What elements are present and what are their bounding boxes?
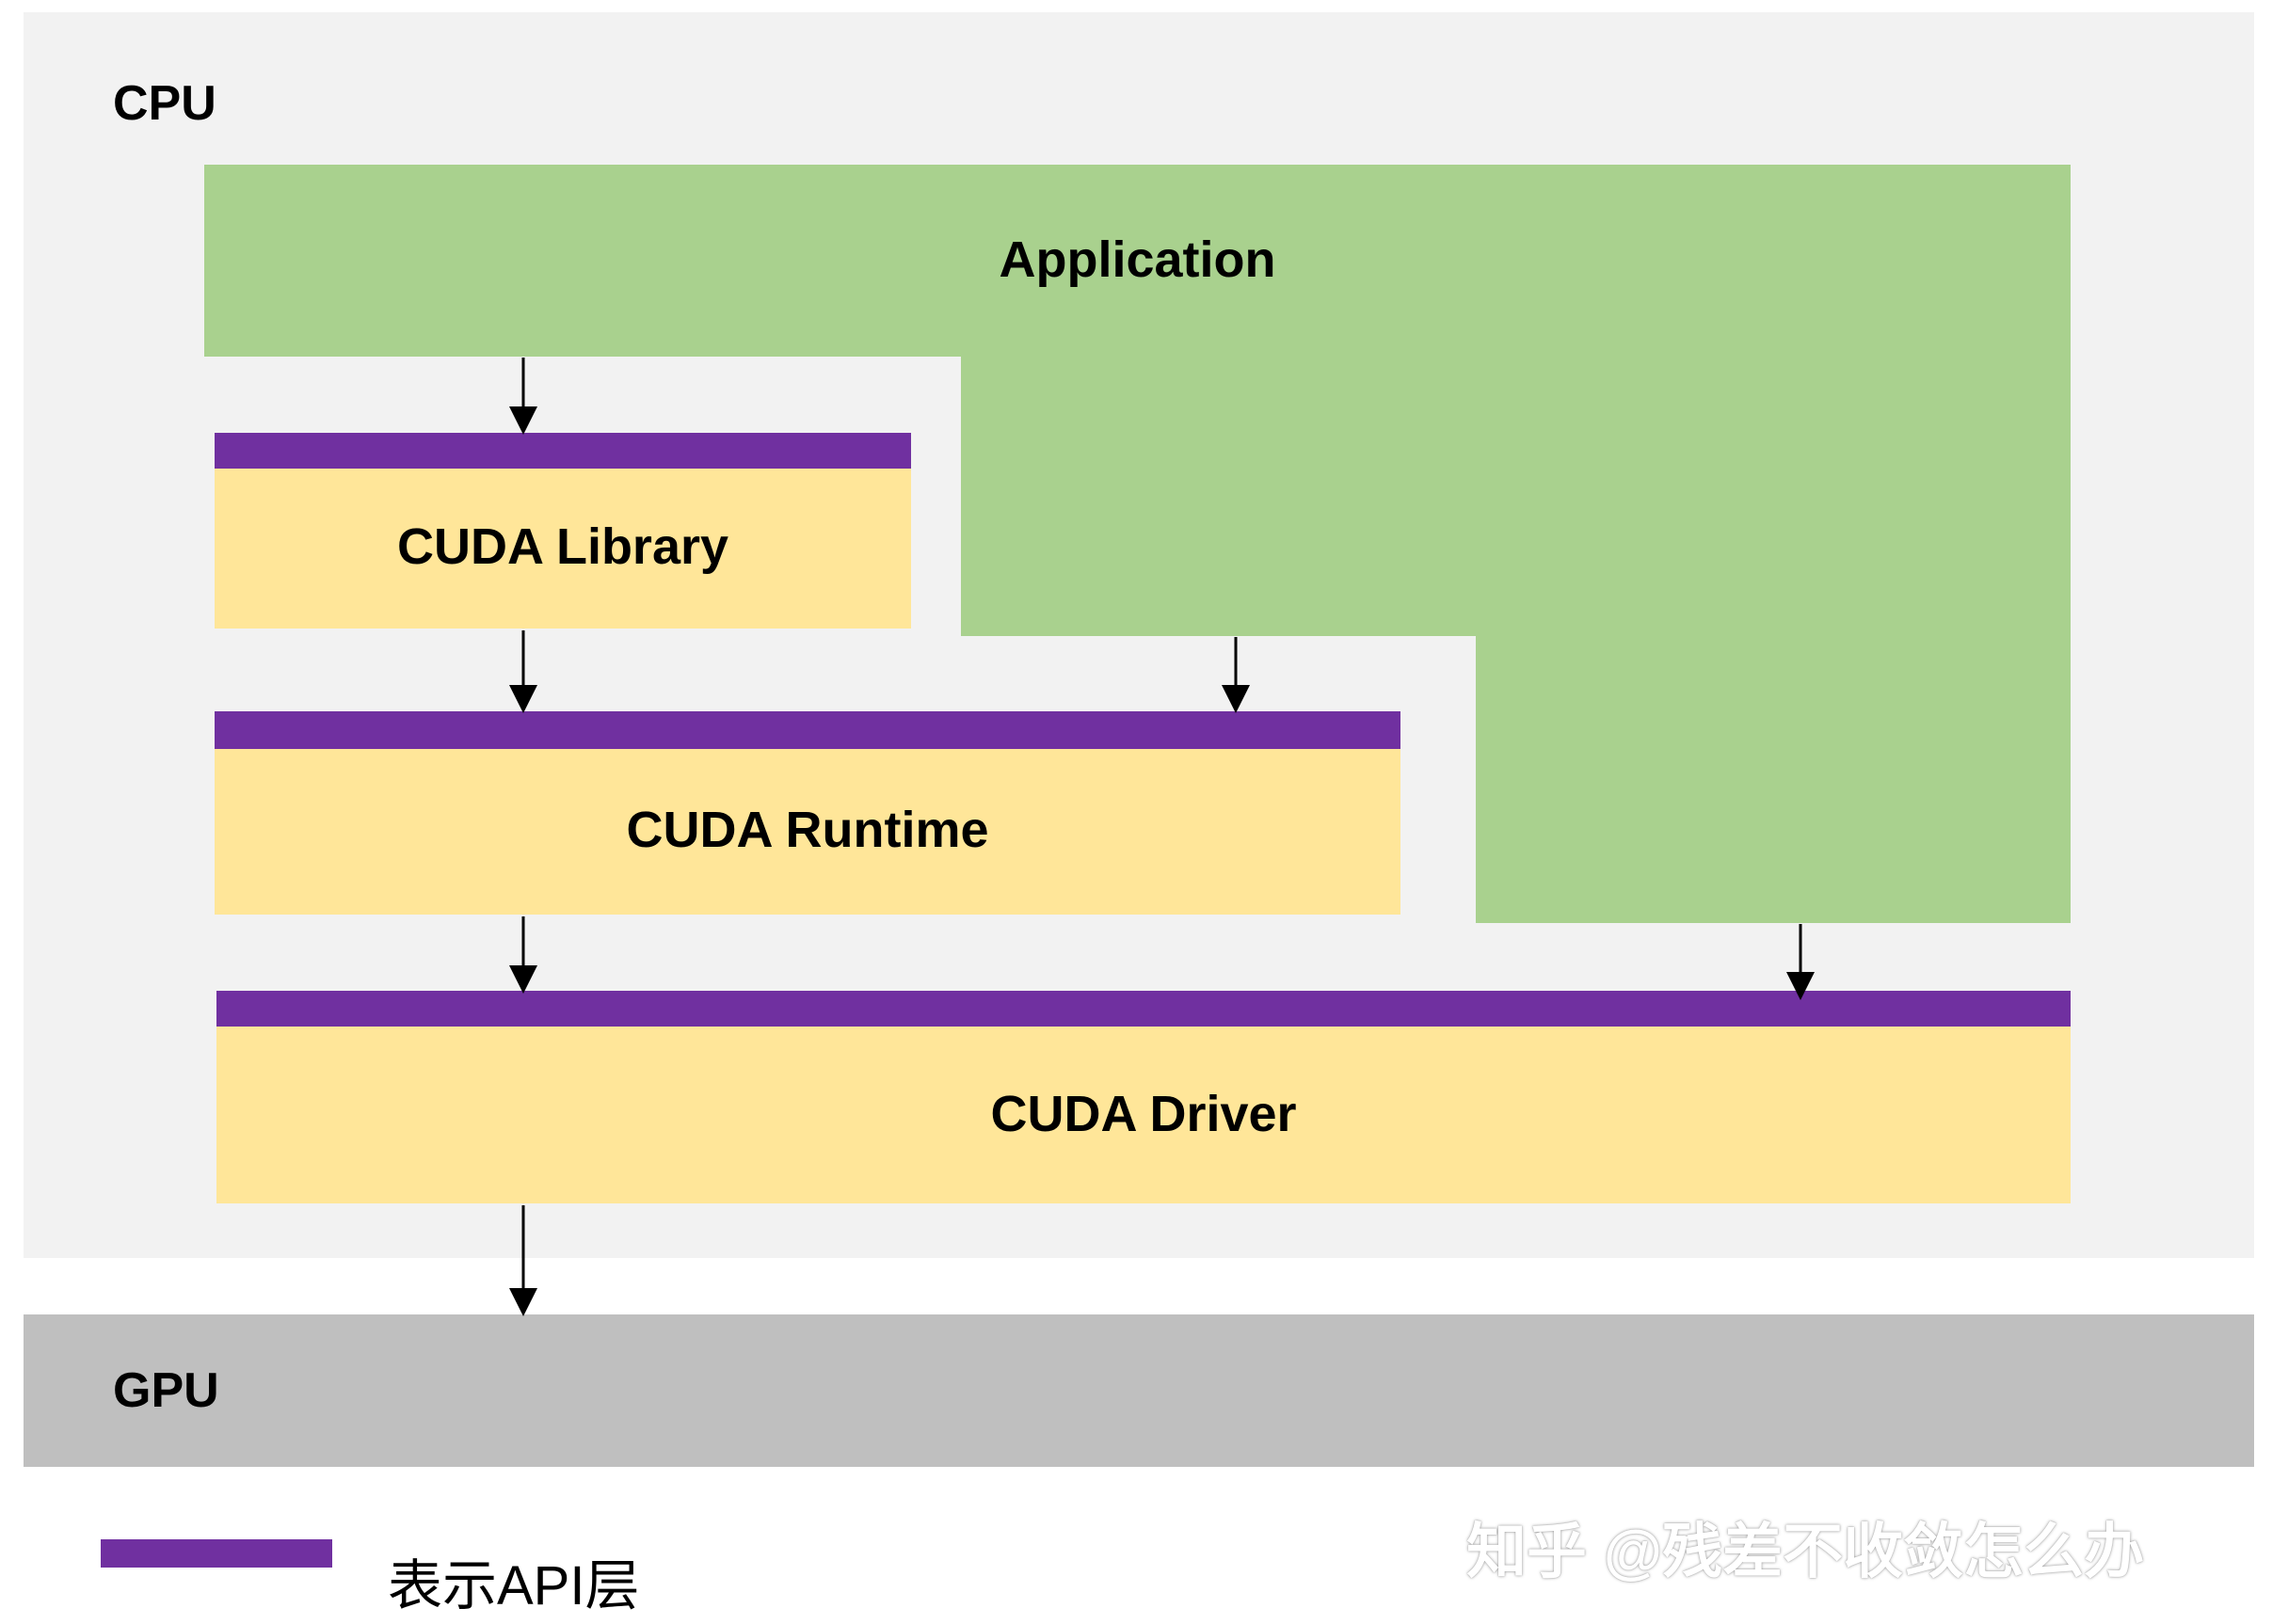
application-block-extension-runtime xyxy=(961,356,2071,636)
cuda-driver-label: CUDA Driver xyxy=(990,1086,1297,1142)
cuda-driver-api-bar xyxy=(216,991,2071,1027)
application-label: Application xyxy=(999,231,1276,288)
gpu-region xyxy=(24,1314,2254,1467)
cuda-runtime-block: CUDA Runtime xyxy=(215,749,1400,915)
cuda-library-api-bar xyxy=(215,433,911,469)
cuda-runtime-api-bar xyxy=(215,711,1400,749)
cuda-driver-block: CUDA Driver xyxy=(216,1027,2071,1203)
watermark-text: 知乎 @残差不收敛怎么办 xyxy=(1466,1518,2145,1585)
cuda-library-label: CUDA Library xyxy=(396,518,729,575)
legend-api-swatch xyxy=(101,1539,332,1568)
application-block: Application xyxy=(204,165,2071,357)
gpu-label: GPU xyxy=(113,1363,219,1418)
cuda-runtime-label: CUDA Runtime xyxy=(626,802,989,858)
application-block-extension-driver xyxy=(1476,635,2071,923)
cuda-library-block: CUDA Library xyxy=(215,469,911,629)
cpu-label: CPU xyxy=(113,76,216,131)
legend-api-label: 表示API层 xyxy=(388,1555,640,1616)
